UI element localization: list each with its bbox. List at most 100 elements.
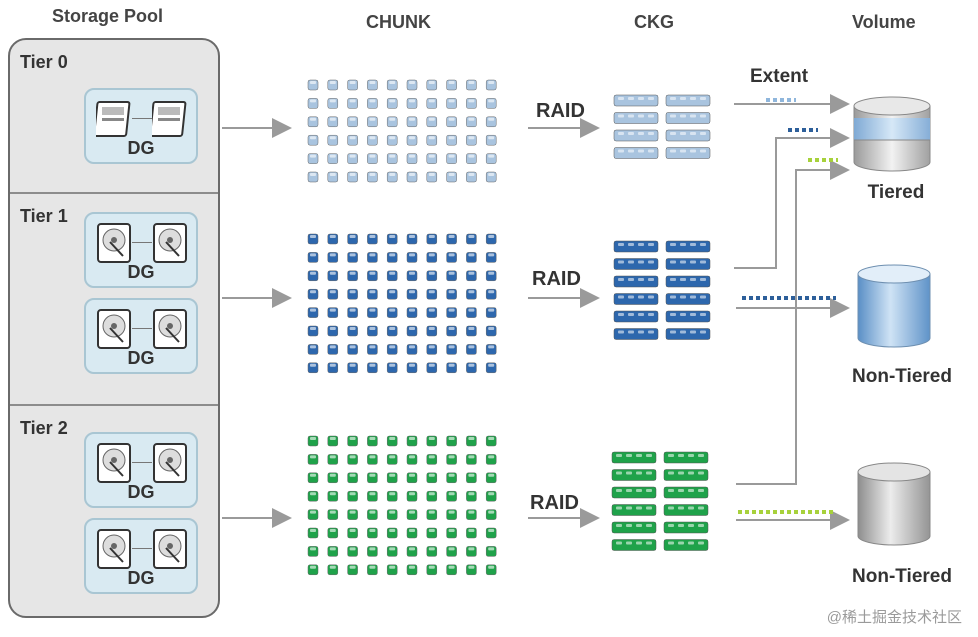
disk-link bbox=[132, 118, 152, 119]
hard-drive-icon bbox=[97, 223, 131, 263]
disk-link bbox=[132, 462, 152, 463]
chunk-block-highlight bbox=[349, 81, 356, 84]
ckg-stripe bbox=[613, 293, 659, 305]
ckg-segment bbox=[628, 114, 634, 118]
ckg-to-tiered-arrow bbox=[734, 128, 850, 269]
ckg-segment bbox=[700, 260, 706, 264]
tier-1: Tier 1 DG DG bbox=[10, 194, 218, 406]
ssd-icon bbox=[152, 101, 187, 137]
ckg-segment bbox=[690, 149, 696, 153]
ckg-segment bbox=[670, 313, 676, 316]
ckg-segment bbox=[688, 489, 694, 492]
ckg-segment bbox=[670, 132, 676, 135]
ckg-segment bbox=[668, 471, 674, 475]
ckg-segment bbox=[626, 489, 632, 492]
chunk-block-highlight bbox=[369, 510, 376, 514]
ckg-segment bbox=[636, 506, 642, 510]
chunk-block-highlight bbox=[488, 510, 495, 514]
ckg-stripe bbox=[663, 539, 709, 551]
chunk-block-highlight bbox=[409, 81, 415, 84]
chunk-block-highlight bbox=[448, 437, 455, 440]
ckg-stripe bbox=[611, 469, 657, 481]
chunk-block-highlight bbox=[468, 235, 475, 238]
chunk-block-highlight bbox=[448, 308, 455, 312]
chunk-block-highlight bbox=[349, 345, 356, 349]
chunk-block-highlight bbox=[349, 290, 356, 294]
chunk-block-highlight bbox=[369, 529, 376, 532]
chunk-block-highlight bbox=[468, 154, 475, 158]
ckg-segment bbox=[648, 260, 654, 264]
chunk-block-highlight bbox=[409, 473, 415, 477]
chunk-block-highlight bbox=[329, 117, 336, 121]
chunk-block-highlight bbox=[369, 253, 376, 257]
chunk-block-highlight bbox=[310, 136, 316, 140]
chunk-block-highlight bbox=[409, 345, 415, 349]
chunk-block-highlight bbox=[448, 510, 455, 514]
dg-label: DG bbox=[127, 348, 155, 368]
chunk-block-highlight bbox=[369, 547, 376, 551]
chunk-block-highlight bbox=[448, 99, 455, 103]
chunk-block-highlight bbox=[349, 253, 356, 257]
chunk-block-highlight bbox=[310, 345, 316, 349]
storage-pool-header: Storage Pool bbox=[52, 6, 164, 26]
chunk-block-highlight bbox=[310, 308, 316, 312]
chunk-block-highlight bbox=[369, 565, 376, 569]
ckg-segment bbox=[628, 278, 634, 281]
chunk-block-highlight bbox=[409, 253, 415, 257]
chunk-block-highlight bbox=[310, 173, 316, 176]
tier-2: Tier 2 DG DG bbox=[10, 406, 218, 616]
chunk-block-highlight bbox=[448, 154, 455, 158]
ckg-segment bbox=[690, 330, 696, 334]
ckg-segment bbox=[690, 260, 696, 264]
ckg-segment bbox=[670, 97, 676, 100]
ckg-segment bbox=[700, 149, 706, 153]
chunk-block-highlight bbox=[349, 547, 356, 551]
chunk-block-highlight bbox=[488, 235, 495, 238]
chunk-block-highlight bbox=[310, 510, 316, 514]
ckg-segment bbox=[680, 278, 686, 281]
chunk-block-highlight bbox=[428, 529, 435, 532]
dg-label: DG bbox=[127, 568, 155, 588]
chunk-block-highlight bbox=[329, 327, 336, 330]
chunk-block-highlight bbox=[310, 437, 316, 440]
ckg-stripe bbox=[613, 240, 659, 253]
chunk-block-highlight bbox=[468, 492, 475, 496]
chunk-block-highlight bbox=[428, 253, 435, 257]
chunk-block-highlight bbox=[488, 173, 495, 176]
ckg-segment bbox=[680, 313, 686, 316]
disk-link bbox=[132, 548, 152, 549]
chunk-block-highlight bbox=[389, 117, 396, 121]
chunk-block-highlight bbox=[448, 565, 455, 569]
chunk-block-highlight bbox=[488, 547, 495, 551]
ckg-stripe bbox=[613, 112, 659, 124]
chunk-block-highlight bbox=[428, 117, 435, 121]
ckg-segment bbox=[648, 313, 654, 316]
ckg-segment bbox=[690, 243, 696, 246]
chunk-block-highlight bbox=[468, 253, 475, 257]
ckg-segment bbox=[680, 330, 686, 334]
chunk-block-highlight bbox=[488, 253, 495, 257]
ckg-segment bbox=[618, 313, 624, 316]
ckg-segment bbox=[638, 97, 644, 100]
chunk-block-highlight bbox=[448, 492, 455, 496]
chunk-block-highlight bbox=[310, 235, 316, 238]
chunk-block-highlight bbox=[448, 253, 455, 257]
chunk-block-highlight bbox=[349, 271, 356, 275]
chunk-block-highlight bbox=[310, 271, 316, 275]
ckg-segment bbox=[618, 260, 624, 264]
chunk-block-highlight bbox=[389, 81, 396, 84]
ckg-to-tiered-arrow bbox=[736, 160, 850, 485]
hard-drive-icon bbox=[153, 309, 187, 349]
ckg-segment bbox=[648, 243, 654, 246]
ckg-segment bbox=[638, 149, 644, 153]
chunk-block-highlight bbox=[389, 290, 396, 294]
ckg-stripe bbox=[665, 129, 711, 142]
ckg-segment bbox=[678, 471, 684, 475]
chunk-block-highlight bbox=[329, 253, 336, 257]
ckg-segment bbox=[690, 313, 696, 316]
ckg-segment bbox=[670, 330, 676, 334]
chunk-block-highlight bbox=[428, 136, 435, 140]
ckg-segment bbox=[700, 132, 706, 135]
chunk-block-highlight bbox=[428, 271, 435, 275]
